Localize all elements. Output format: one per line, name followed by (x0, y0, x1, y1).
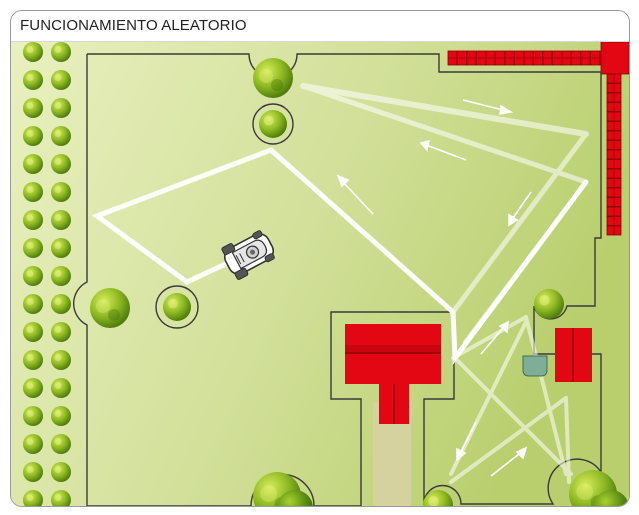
hedge-top (447, 42, 629, 75)
tree-icon (51, 42, 71, 62)
tree-icon (23, 182, 43, 202)
tree-icon (23, 266, 43, 286)
tree-icon (23, 378, 43, 398)
tree-icon (23, 434, 43, 454)
direction-arrow-icon (336, 174, 374, 215)
tree-icon (51, 378, 71, 398)
hedge-right (606, 73, 622, 236)
boundary-wire-island (155, 285, 199, 329)
tree-icon (23, 154, 43, 174)
direction-arrow-icon (508, 191, 532, 227)
tree-icon (51, 70, 71, 90)
tree-icon (23, 406, 43, 426)
tree-icon (23, 126, 43, 146)
tree-icon (51, 350, 71, 370)
tree-icon (569, 470, 629, 506)
house-building (345, 324, 441, 424)
direction-arrow-icon (462, 99, 514, 115)
tree-icon (253, 472, 313, 506)
tree-icon (51, 98, 71, 118)
tree-icon (51, 266, 71, 286)
tree-icon (90, 288, 130, 328)
tree-icon (51, 126, 71, 146)
robotic-mower-icon (221, 230, 275, 280)
tree-icon (23, 294, 43, 314)
tree-icon (51, 406, 71, 426)
tree-icon (23, 210, 43, 230)
tree-icon (51, 182, 71, 202)
tree-icon (23, 462, 43, 482)
direction-arrow-icon (456, 421, 477, 462)
tree-icon (51, 210, 71, 230)
direction-arrow-icon (490, 446, 528, 477)
tree-icon (23, 350, 43, 370)
mowing-path-current (91, 147, 589, 366)
boundary-wire-island (252, 103, 294, 145)
tree-icon (163, 293, 191, 321)
tree-icon (51, 154, 71, 174)
diagram-frame: FUNCIONAMIENTO ALEATORIO (10, 10, 630, 507)
tree-icon (23, 238, 43, 258)
tree-icon (51, 434, 71, 454)
tree-icon (51, 322, 71, 342)
direction-arrow-icon (419, 139, 467, 161)
tree-icon (23, 42, 43, 62)
tree-icon (51, 238, 71, 258)
tree-icon (51, 462, 71, 482)
tree-icon (253, 58, 293, 98)
charging-station-icon (522, 355, 548, 377)
tree-icon (51, 294, 71, 314)
tree-icon (23, 322, 43, 342)
tree-icon (23, 98, 43, 118)
garden-scene (11, 42, 629, 506)
lawn (11, 42, 629, 506)
tree-icon (534, 289, 564, 319)
tree-icon (259, 110, 287, 138)
direction-arrow-icon (480, 320, 509, 355)
title-bar: FUNCIONAMIENTO ALEATORIO (11, 11, 629, 42)
tree-icon (23, 70, 43, 90)
shed-building (555, 328, 592, 382)
diagram-title: FUNCIONAMIENTO ALEATORIO (20, 17, 247, 34)
